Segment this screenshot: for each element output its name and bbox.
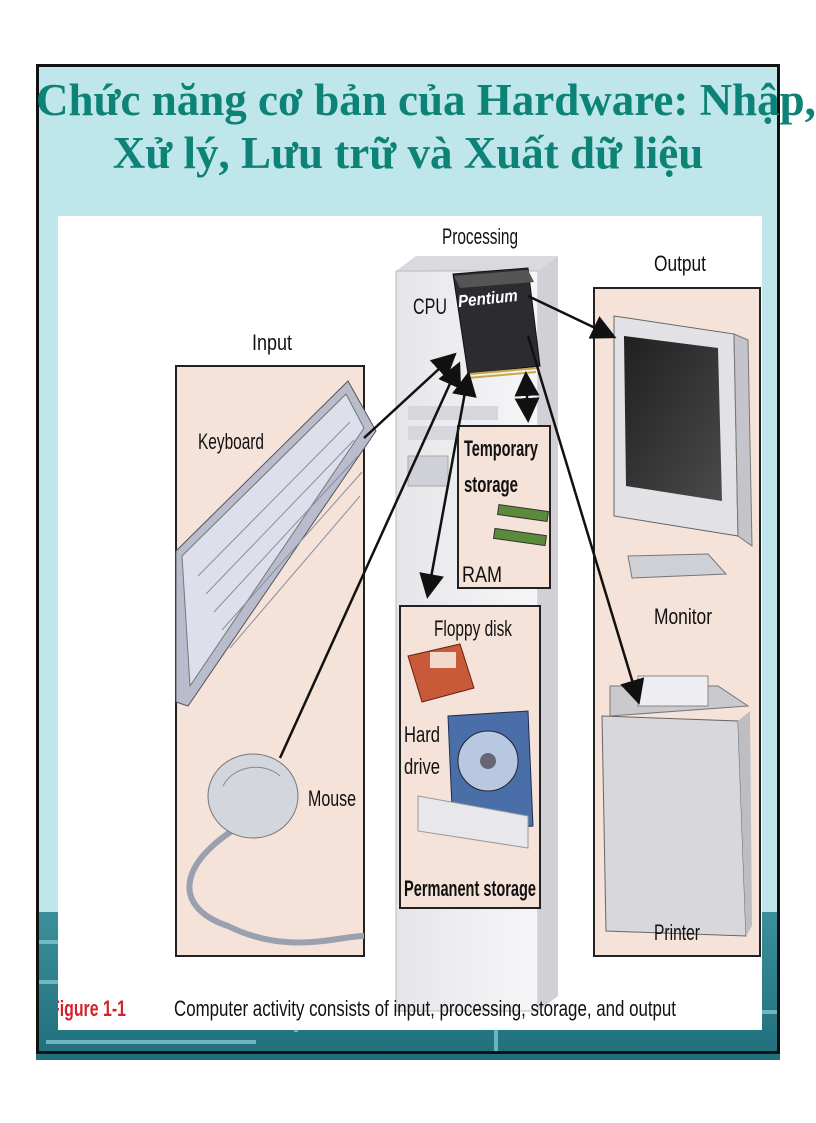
- figure-diagram: Processing Input Output CPU Pentium Keyb…: [58, 224, 761, 1021]
- slide-title: Chức năng cơ bản của Hardware: Nhập, Xử …: [36, 74, 816, 180]
- arrow-cpu-to-printer: [526, 335, 645, 705]
- printer-illustration: [601, 675, 752, 937]
- temporary-storage-label-1: Temporary: [464, 436, 539, 461]
- keyboard-illustration: [175, 380, 377, 707]
- hard-drive-label-1: Hard: [404, 722, 440, 747]
- keyboard-label: Keyboard: [198, 429, 264, 454]
- arrow-cpu-permanent-storage: [419, 371, 477, 599]
- arrow-cpu-temporary-storage: [514, 371, 540, 423]
- title-line-2: Xử lý, Lưu trữ và Xuất dữ liệu: [112, 128, 704, 178]
- title-line-1: Chức năng cơ bản của Hardware: Nhập,: [36, 75, 816, 125]
- cpu-label: CPU: [413, 294, 447, 319]
- processing-label: Processing: [442, 224, 518, 249]
- hardware-figure: Processing Input Output CPU Pentium Keyb…: [58, 216, 762, 1030]
- floppy-disk-label: Floppy disk: [434, 616, 513, 641]
- arrow-cpu-to-monitor: [527, 294, 617, 339]
- input-label: Input: [252, 330, 292, 355]
- hard-drive-label-2: drive: [404, 754, 440, 779]
- temporary-storage-label-2: storage: [464, 472, 518, 497]
- monitor-illustration: [613, 315, 753, 579]
- ram-label: RAM: [462, 562, 502, 587]
- monitor-label: Monitor: [654, 604, 712, 629]
- printer-label: Printer: [654, 920, 700, 945]
- hard-drive-illustration: [417, 710, 534, 849]
- floppy-disk-illustration: [407, 643, 475, 703]
- flow-arrows: [278, 294, 645, 759]
- figure-caption-text: Computer activity consists of input, pro…: [174, 996, 676, 1021]
- figure-caption-label: Figure 1-1: [58, 996, 126, 1021]
- output-label: Output: [654, 251, 706, 276]
- ram-modules: [492, 504, 550, 547]
- cpu-chip: [452, 267, 541, 379]
- permanent-storage-label: Permanent storage: [404, 876, 536, 901]
- mouse-label: Mouse: [308, 786, 356, 811]
- arrow-keyboard-to-cpu: [363, 352, 457, 439]
- mouse-illustration: [186, 753, 365, 946]
